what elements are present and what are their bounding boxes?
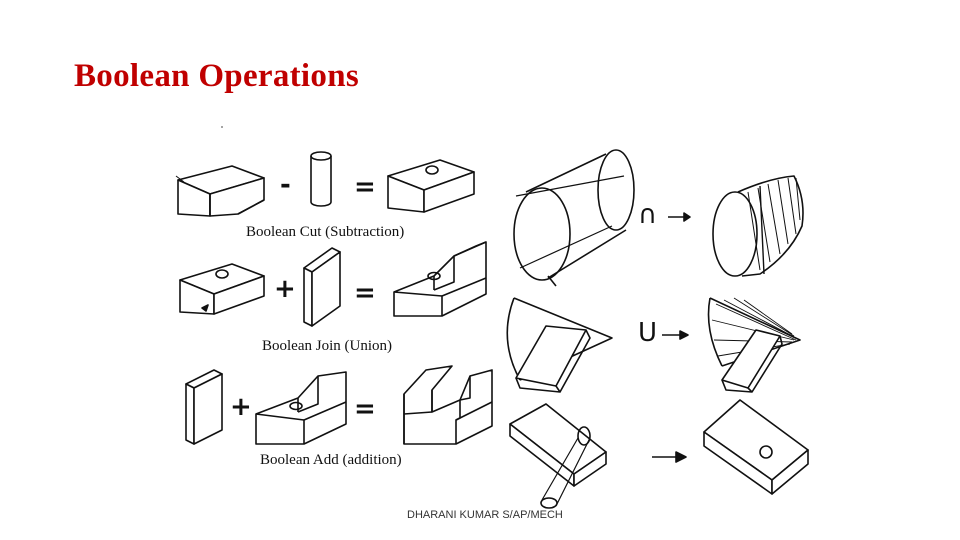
- row3-result-shape: [404, 366, 492, 444]
- row1-cylinder-shape: [311, 152, 331, 206]
- union-operator: U: [638, 318, 657, 348]
- arrow-row3: [652, 452, 686, 462]
- intersection-operator: ∩: [638, 200, 657, 230]
- row2-equals-operator: =: [354, 278, 376, 308]
- right-row1-cone-cylinder-shape: [514, 150, 634, 286]
- slide-footer: DHARANI KUMAR S/AP/MECH: [407, 509, 563, 521]
- arrow-row2: [662, 331, 688, 339]
- row1-minus-operator: -: [280, 170, 291, 200]
- row1-result-shape: [388, 160, 474, 212]
- row2-plate-shape: [304, 248, 340, 326]
- row2-box-with-hole-shape: [180, 264, 264, 314]
- row2-plus-operator: +: [274, 274, 296, 304]
- row3-plus-operator: +: [230, 392, 252, 422]
- row2-result-shape: [394, 242, 486, 316]
- row3-equals-operator: =: [354, 394, 376, 424]
- row3-bracket-shape: [256, 372, 346, 444]
- right-row2-result-shape: [709, 298, 801, 392]
- right-row3-result-shape: [704, 400, 808, 494]
- row3-plate-shape: [186, 370, 222, 444]
- row3-caption: Boolean Add (addition): [260, 452, 402, 469]
- right-row1-result-shape: [713, 176, 803, 276]
- right-row3-slab-cylinder-shape: [510, 404, 606, 508]
- row1-equals-operator: =: [354, 172, 376, 202]
- row1-box-shape: [176, 166, 264, 216]
- right-row2-cone-plate-shape: [507, 298, 612, 392]
- arrow-row1: [668, 213, 690, 221]
- row1-caption: Boolean Cut (Subtraction): [246, 224, 404, 241]
- row2-caption: Boolean Join (Union): [262, 338, 392, 355]
